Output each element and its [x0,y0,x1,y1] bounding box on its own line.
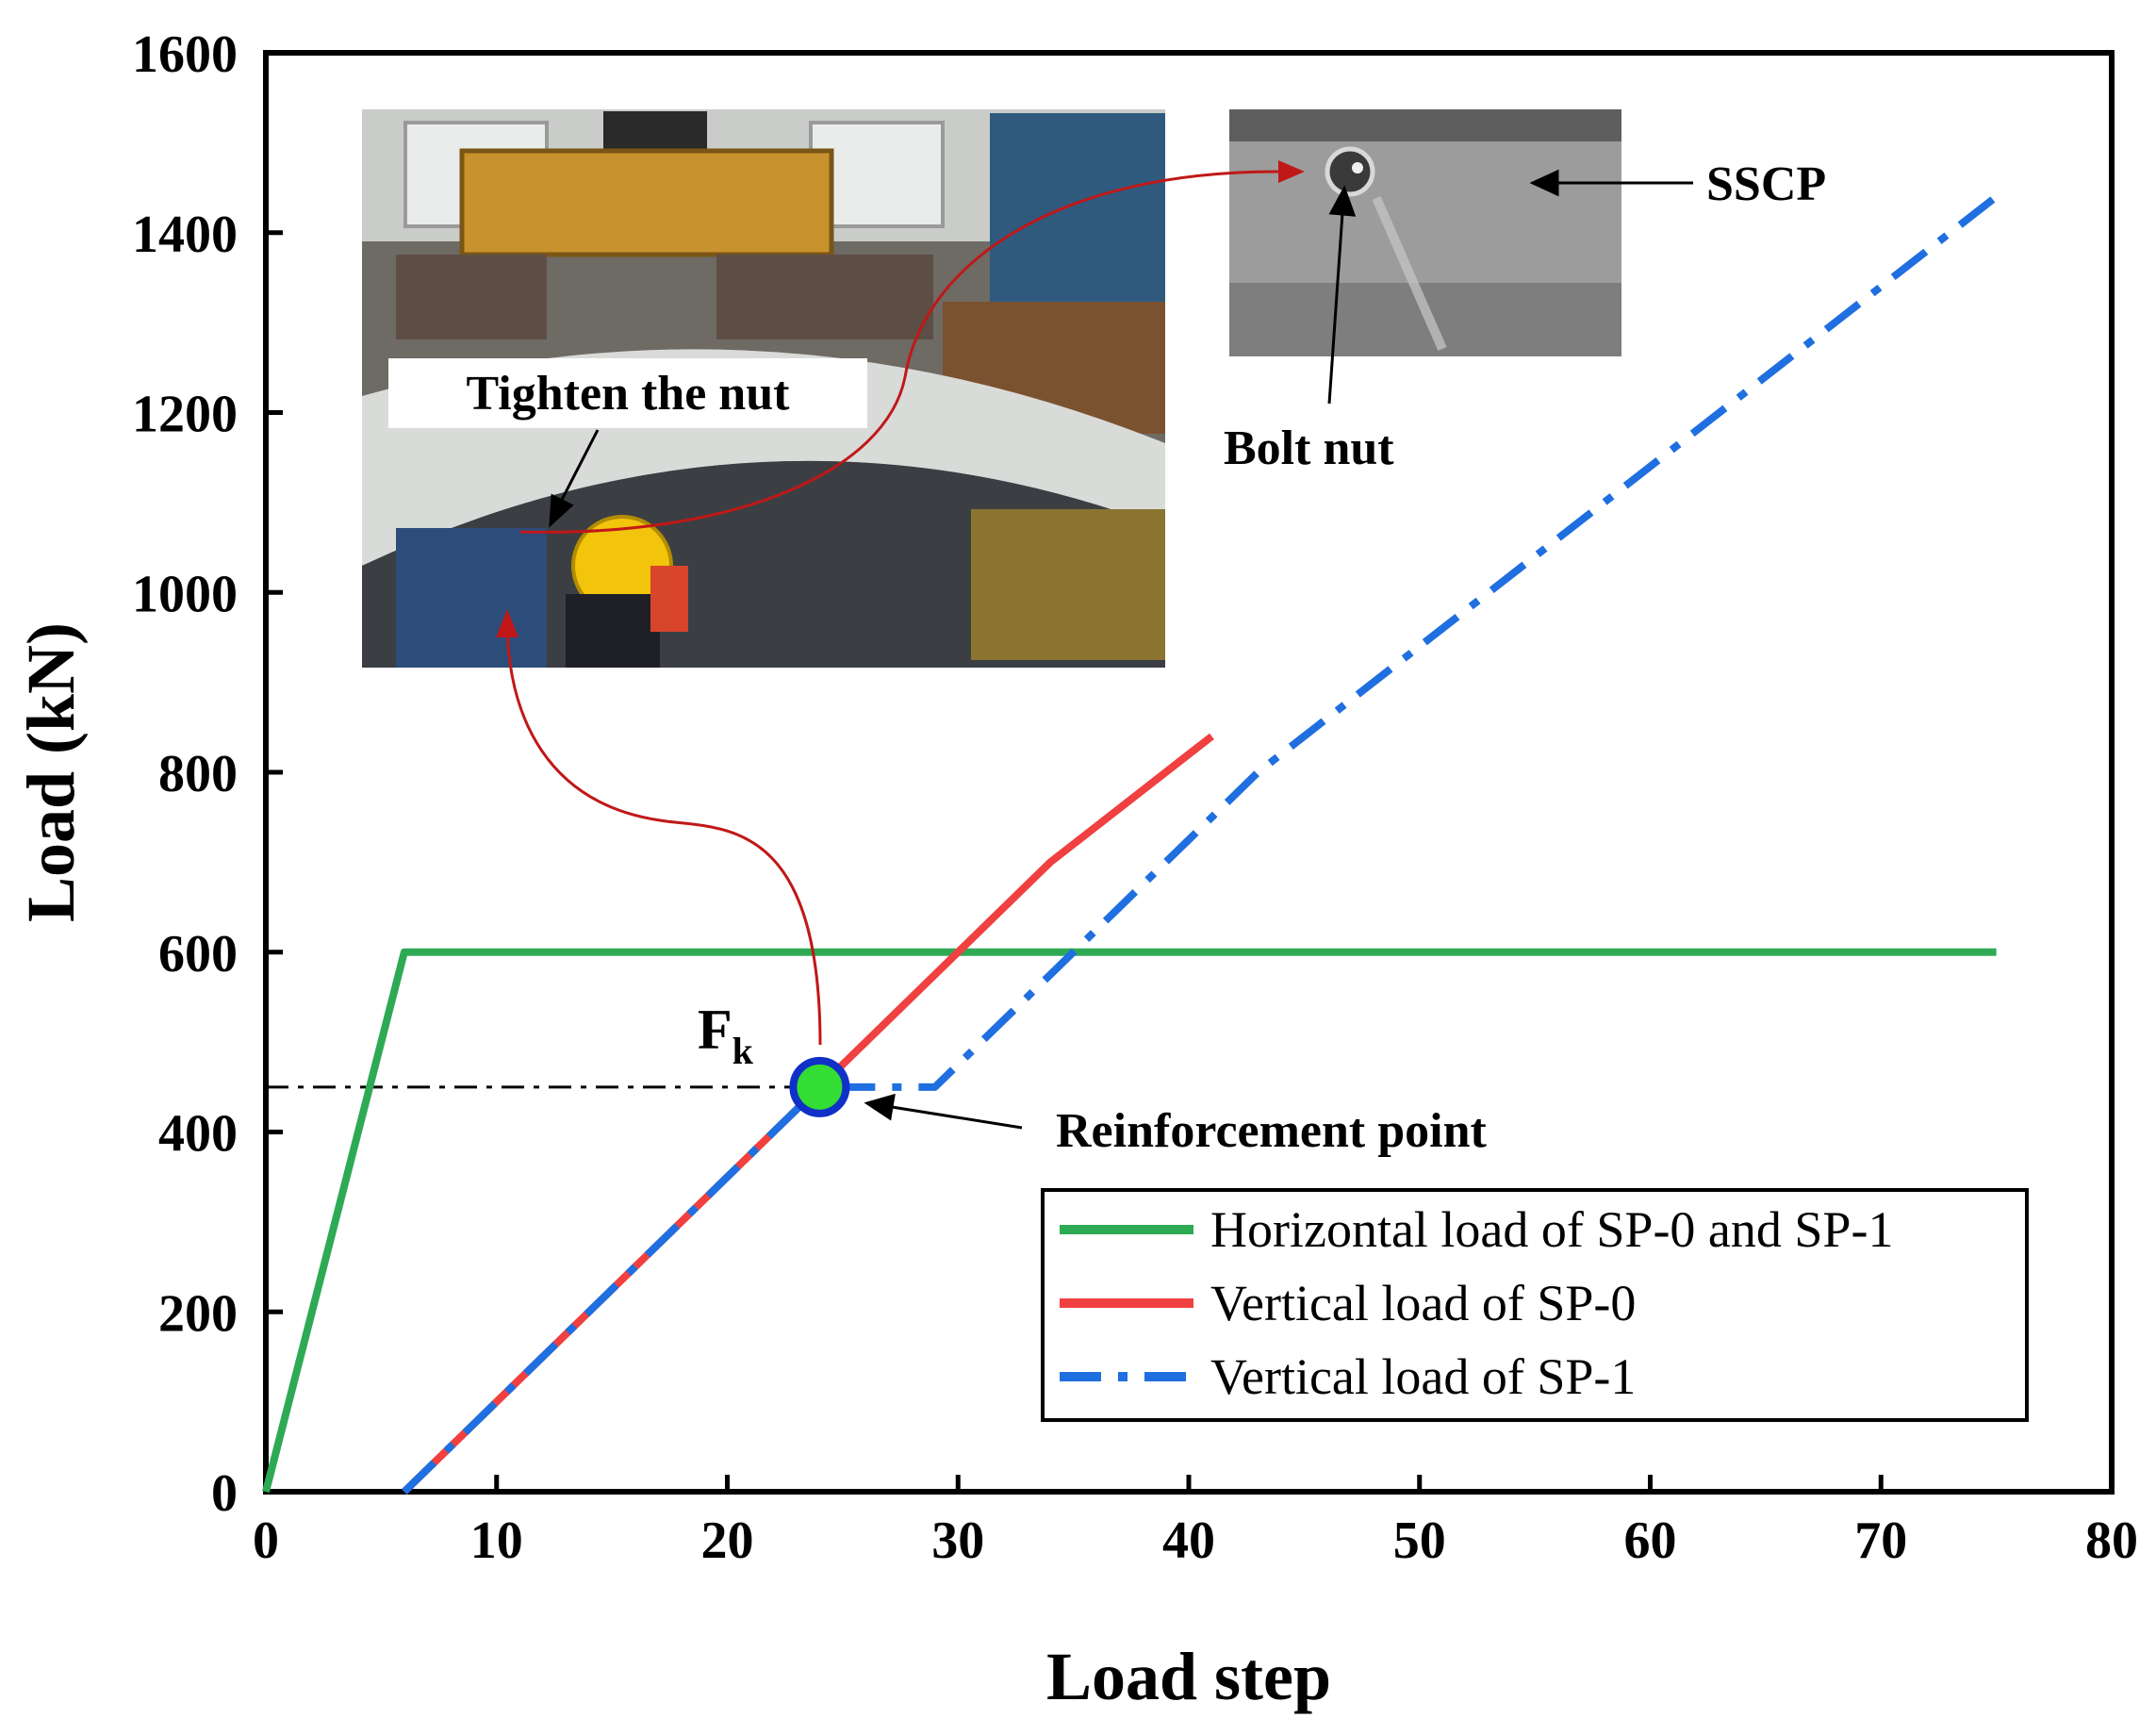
y-tick-labels: 0 200 400 600 800 1000 1200 1400 1600 [132,25,238,1523]
callout-arrows [505,170,1285,1046]
x-tick-label: 40 [1162,1512,1215,1570]
legend-label-sp1: Vertical load of SP-1 [1210,1348,1636,1405]
bolt-nut-label: Bolt nut [1224,421,1394,475]
y-tick-label: 600 [158,925,238,983]
y-tick-label: 1200 [132,386,238,444]
fk-label-main: F [698,999,732,1061]
y-tick-label: 400 [158,1105,238,1164]
y-axis-title: Load (kN) [13,622,89,922]
legend: Horizontal load of SP-0 and SP-1 Vertica… [1041,1188,2029,1422]
bolt-nut-photo [1229,109,1621,356]
series-vertical-sp1 [402,193,2000,1495]
y-tick-label: 1600 [132,25,238,84]
y-tick-label: 800 [158,745,238,803]
legend-frame [1041,1188,2029,1422]
tighten-label: Tighten the nut [467,367,791,421]
x-tick-label: 60 [1624,1512,1677,1570]
x-axis-title: Load step [1046,1639,1331,1714]
y-tick-label: 1400 [132,206,238,264]
y-tick-label: 1000 [132,565,238,623]
x-tick-label: 70 [1854,1512,1907,1570]
x-tick-label: 20 [701,1512,754,1570]
axis-ticks [263,50,2115,1495]
legend-label-sp0: Vertical load of SP-0 [1210,1275,1636,1331]
series-layer [262,193,2000,1495]
x-tick-label: 10 [470,1512,523,1570]
x-tick-label: 0 [253,1512,279,1570]
x-tick-label: 30 [931,1512,984,1570]
sscp-label: SSCP [1706,157,1826,211]
y-tick-label: 0 [211,1464,238,1523]
reinforcement-label: Reinforcement point [1056,1104,1488,1158]
series-horizontal-load [262,948,1997,1493]
y-tick-label: 200 [158,1284,238,1343]
fk-label: Fk [698,999,754,1072]
reinforcement-point-marker [789,1056,850,1117]
tighten-label-box [388,358,867,428]
fk-label-sub: k [732,1030,754,1072]
callout-arrowheads [496,160,1305,637]
x-tick-label: 50 [1393,1512,1446,1570]
legend-label-horizontal: Horizontal load of SP-0 and SP-1 [1210,1201,1893,1258]
annotation-arrows [549,169,1693,1130]
x-tick-labels: 0 10 20 30 40 50 60 70 80 [253,1512,2138,1570]
x-tick-label: 80 [2085,1512,2138,1570]
